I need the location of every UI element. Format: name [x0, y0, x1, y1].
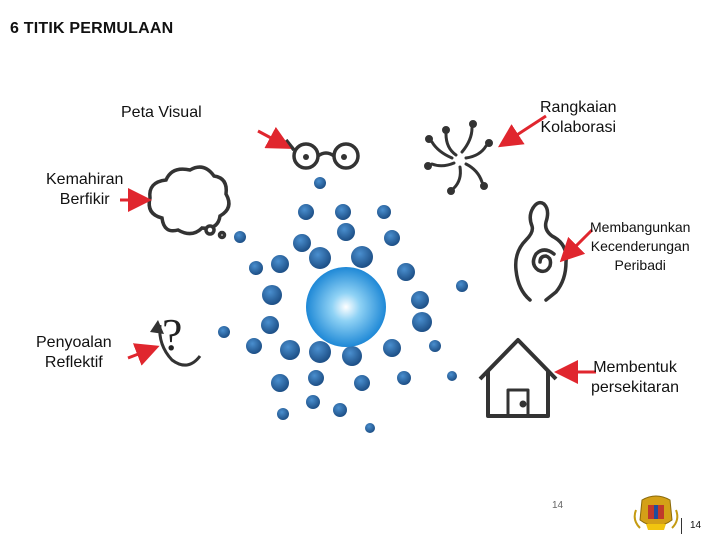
- arrow-peta-visual: [258, 131, 286, 146]
- crest-logo: [635, 496, 678, 530]
- page-number-center: 14: [552, 500, 563, 511]
- central-core: [306, 267, 386, 347]
- svg-text:?: ?: [162, 309, 182, 360]
- network-swirl-icon: [426, 122, 492, 194]
- label-kemahiran-berfikir: Kemahiran Berfikir: [46, 170, 123, 210]
- label-penyoalan-reflektif: Penyoalan Reflektif: [36, 333, 112, 373]
- label-rangkaian-kolaborasi: Rangkaian Kolaborasi: [540, 98, 617, 138]
- house-icon: [480, 340, 556, 416]
- page-number-corner: 14: [690, 520, 701, 531]
- thought-cloud-icon: [149, 167, 229, 237]
- question-mark-icon: ?: [150, 309, 200, 365]
- arrow-membangunkan: [564, 230, 592, 258]
- person-spiral-icon: [516, 203, 567, 300]
- glasses-icon: [286, 140, 358, 168]
- footer-divider: [681, 518, 682, 534]
- label-membangunkan-kecenderungan: Membangunkan Kecenderungan Peribadi: [590, 218, 690, 275]
- arrow-penyoalan: [128, 348, 154, 358]
- label-peta-visual: Peta Visual: [121, 103, 202, 123]
- label-membentuk-persekitaran: Membentuk persekitaran: [591, 358, 679, 398]
- central-burst: [218, 177, 468, 433]
